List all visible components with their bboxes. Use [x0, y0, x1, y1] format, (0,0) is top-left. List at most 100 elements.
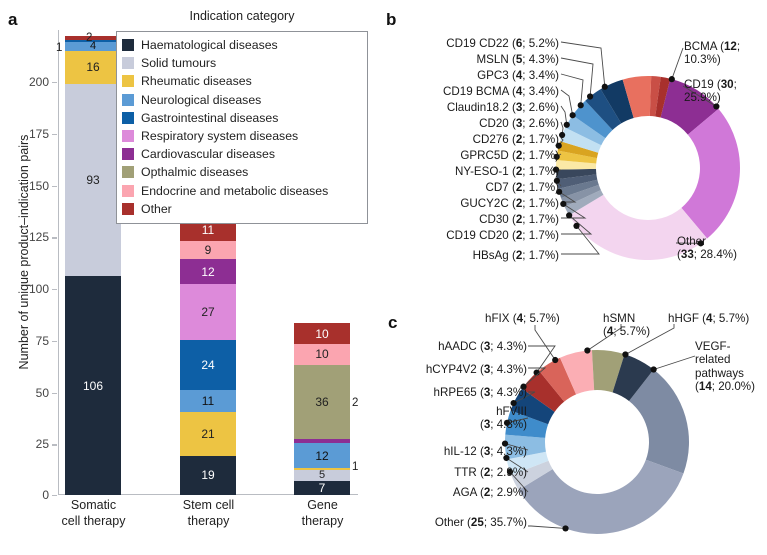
leader-dot [501, 440, 509, 447]
donut-chart-c[interactable] [385, 300, 767, 555]
bar-gene-therapy[interactable]: 7 5 12 36 10 10 [294, 323, 350, 495]
legend-label: Gastrointestinal diseases [141, 110, 279, 125]
leader-dot [584, 347, 591, 354]
label-vegf-line4: (14; 20.0%) [695, 380, 755, 394]
legend-item-haematological[interactable]: Haematological diseases [122, 36, 361, 54]
donut-slice-hfviii[interactable] [505, 410, 549, 438]
label-cd19: CD19 (30; 25.9%) [684, 78, 767, 105]
segment-other: 10 [294, 323, 350, 345]
donut-slice-cd276[interactable] [557, 141, 599, 159]
legend-item-other[interactable]: Other [122, 200, 361, 218]
label-other-b: Other (33; 28.4%) [677, 235, 767, 262]
legend-item-solid-tumours[interactable]: Solid tumours [122, 54, 361, 72]
donut-slice-other[interactable] [518, 459, 684, 534]
donut-slice-cd20[interactable] [560, 127, 602, 153]
donut-slice-bcma[interactable] [660, 78, 719, 135]
legend-swatch-icon [122, 39, 134, 52]
legend-item-ophthalmic[interactable]: Opthalmic diseases [122, 163, 361, 181]
donut-slice-hsmn[interactable] [591, 350, 625, 393]
donut-slice-hrpe65[interactable] [510, 388, 555, 425]
donut-slice--s17[interactable] [649, 76, 661, 117]
leader-line [560, 41, 606, 87]
legend-item-neurological[interactable]: Neurological diseases [122, 91, 361, 109]
donut-slice-hil-12[interactable] [505, 434, 546, 460]
y-axis-line [58, 30, 60, 495]
donut-chart-b[interactable] [385, 0, 767, 300]
y-tick-0: 0 [42, 488, 58, 502]
donut-slice-cd30[interactable] [558, 179, 599, 198]
leader-dot [555, 142, 562, 149]
donut-slice-ttr[interactable] [506, 451, 549, 476]
segment-respiratory: 27 [180, 284, 236, 341]
donut-slice-gucy2c[interactable] [556, 174, 598, 189]
leader-dot [510, 400, 517, 407]
donut-slice-vegf-related-pathways[interactable] [629, 369, 689, 474]
legend: Haematological diseases Solid tumours Rh… [116, 31, 368, 224]
donut-slice-cd7[interactable] [556, 168, 597, 180]
legend-item-gastrointestinal[interactable]: Gastrointestinal diseases [122, 109, 361, 127]
segment-neurological: 11 [180, 389, 236, 413]
segment-rheumatic: 21 [180, 412, 236, 456]
legend-item-respiratory[interactable]: Respiratory system diseases [122, 127, 361, 145]
bar-stem-cell-therapy[interactable]: 19 21 11 24 27 12 9 11 [180, 218, 236, 495]
legend-label: Endocrine and metabolic diseases [141, 183, 329, 198]
donut-slice-haadc[interactable] [538, 357, 577, 402]
donut-slice-gpc3[interactable] [585, 89, 622, 130]
leader-line [561, 225, 600, 255]
donut-slice-cd19-bcma[interactable] [572, 100, 613, 139]
donut-slice--s18[interactable] [655, 76, 671, 118]
label-hil-12: hIL-12 (3; 4.3%) [443, 445, 527, 458]
y-tick-75: 75 [36, 334, 58, 348]
donut-slice-hfix[interactable] [559, 350, 595, 395]
donut-slice-ny-eso-1[interactable] [556, 159, 597, 170]
donut-slice-hhgf[interactable] [612, 354, 654, 402]
panel-a: a Number of unique product–indication pa… [8, 9, 368, 529]
leader-dot [569, 112, 576, 119]
donut-slice-msln[interactable] [600, 79, 634, 124]
donut-slice-aga[interactable] [511, 460, 553, 490]
donut-slice-hbsag[interactable] [564, 189, 604, 216]
donut-slice-hcyp4v2[interactable] [522, 370, 565, 412]
x-label-stem-cell-therapy: Stem cell therapy [159, 498, 258, 529]
donut-slice-other[interactable] [569, 194, 708, 260]
x-label-line2: cell therapy [61, 513, 126, 528]
label-hrpe65: hRPE65 (3; 4.3%) [433, 386, 527, 399]
label-hfviii-line2: (3; 4.3%) [479, 418, 527, 432]
leader-dot [552, 356, 559, 364]
legend-swatch-icon [122, 202, 134, 215]
segment-endocrine: 9 [180, 240, 236, 260]
label-hfix: hFIX (4; 5.7%) [485, 312, 560, 325]
legend-item-endocrine[interactable]: Endocrine and metabolic diseases [122, 182, 361, 200]
segment-cardiovascular [294, 439, 350, 444]
leader-dot [553, 153, 560, 160]
label-cd7: CD7 (2; 1.7%) [485, 181, 559, 194]
donut-slice-claudin18-2[interactable] [565, 115, 606, 146]
x-label-somatic-cell-therapy: Somatic cell therapy [44, 498, 143, 529]
leader-dot [668, 76, 675, 83]
label-hfviii: hFVIII (3; 4.3%) [387, 405, 527, 432]
panel-b-letter: b [386, 10, 397, 29]
x-label-line2: therapy [187, 513, 230, 528]
legend-item-rheumatic[interactable]: Rheumatic diseases [122, 72, 361, 90]
leader-line [653, 355, 696, 370]
legend-item-cardiovascular[interactable]: Cardiovascular diseases [122, 145, 361, 163]
y-tick-50: 50 [36, 386, 58, 400]
label-vegf-related-pathways: VEGF- related pathways (14; 20.0%) [695, 340, 767, 394]
label-other-line2: (33; 28.4%) [677, 248, 737, 262]
bar-somatic-cell-therapy[interactable]: 106 93 16 4 [65, 36, 121, 495]
label-other-line1: Other [677, 235, 706, 248]
segment-solid-tumours: 93 [65, 83, 121, 276]
leader-line [587, 324, 622, 351]
y-tick-100: 100 [29, 282, 58, 296]
legend-label: Haematological diseases [141, 38, 278, 53]
donut-slice-cd19[interactable] [681, 108, 740, 239]
label-gprc5d: GPRC5D (2; 1.7%) [460, 149, 559, 162]
label-cd19-line2: 25.9%) [684, 91, 721, 105]
label-cd276: CD276 (2; 1.7%) [472, 133, 559, 146]
y-tick-175: 175 [29, 127, 58, 141]
leader-dot [562, 525, 569, 532]
donut-slice-gprc5d[interactable] [556, 150, 597, 164]
donut-slice-cd19-cd22[interactable] [622, 76, 652, 119]
legend-label: Solid tumours [141, 56, 217, 71]
donut-slice-cd19-cd20[interactable] [561, 184, 601, 207]
